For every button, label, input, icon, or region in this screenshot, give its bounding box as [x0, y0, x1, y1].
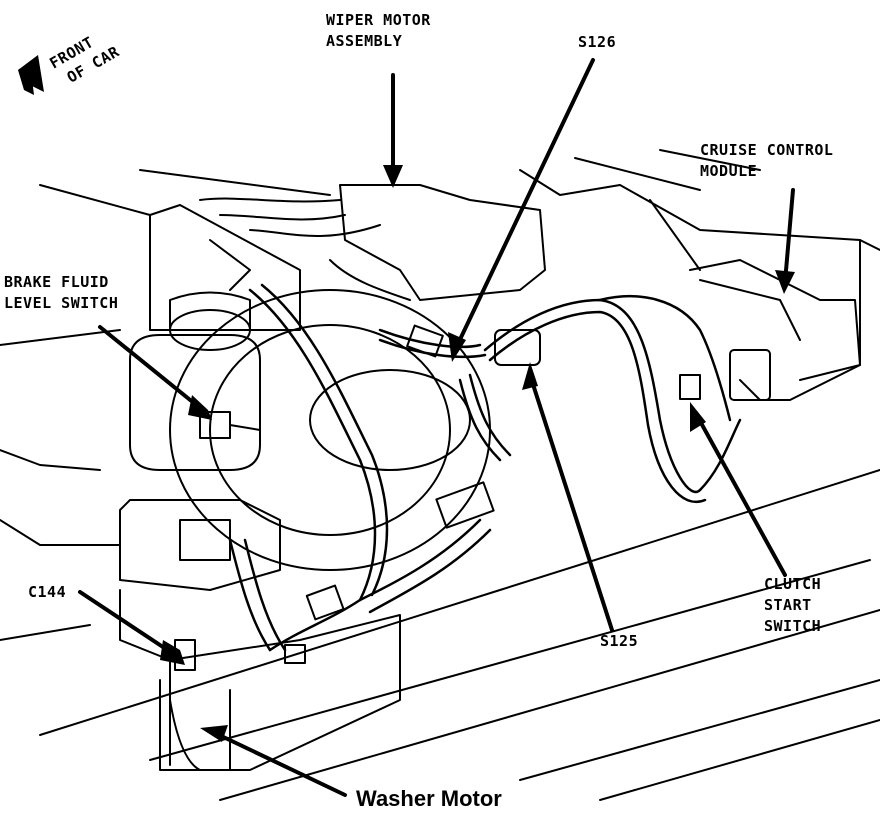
callout-arrowheads	[160, 165, 795, 742]
wiper-motor-label: WIPER MOTOR ASSEMBLY	[326, 10, 431, 52]
brake-fluid-line1: BRAKE FLUID	[4, 273, 109, 291]
brake-fluid-line2: LEVEL SWITCH	[4, 294, 119, 312]
washer-reservoir	[119, 499, 401, 771]
brake-booster	[169, 289, 491, 571]
cruise-control-line2: MODULE	[700, 162, 758, 180]
s126-label: S126	[578, 33, 617, 51]
wiper-motor-line2: ASSEMBLY	[326, 32, 403, 50]
harness-connectors	[179, 324, 771, 664]
washer-motor-label: Washer Motor	[356, 786, 502, 811]
clutch-line2: START	[764, 596, 812, 614]
wiper-motor-line1: WIPER MOTOR	[326, 11, 431, 29]
clutch-line3: SWITCH	[764, 617, 822, 635]
body-outline	[0, 149, 880, 801]
arrow-front-icon	[18, 55, 44, 95]
c144-label: C144	[28, 583, 67, 601]
callout-arrows	[78, 58, 795, 797]
clutch-line1: CLUTCH	[764, 575, 822, 593]
clutch-start-label: CLUTCH START SWITCH	[764, 574, 821, 637]
cruise-control-label: CRUISE CONTROL MODULE	[700, 140, 833, 182]
cruise-control-module	[649, 199, 861, 401]
brake-fluid-label: BRAKE FLUID LEVEL SWITCH	[4, 272, 118, 314]
cruise-control-line1: CRUISE CONTROL	[700, 141, 834, 159]
wiring-harness	[228, 283, 742, 652]
wiper-motor-body	[149, 184, 546, 331]
s125-label: S125	[600, 632, 639, 650]
